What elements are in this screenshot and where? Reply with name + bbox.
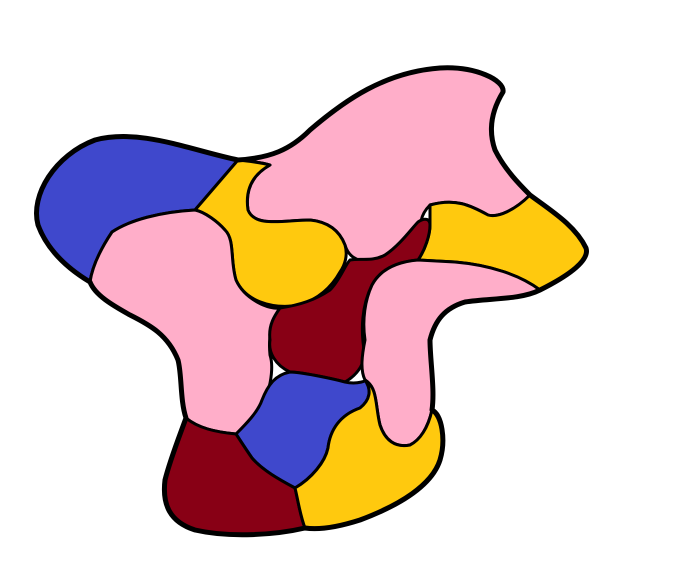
blob-outline	[34, 65, 589, 538]
